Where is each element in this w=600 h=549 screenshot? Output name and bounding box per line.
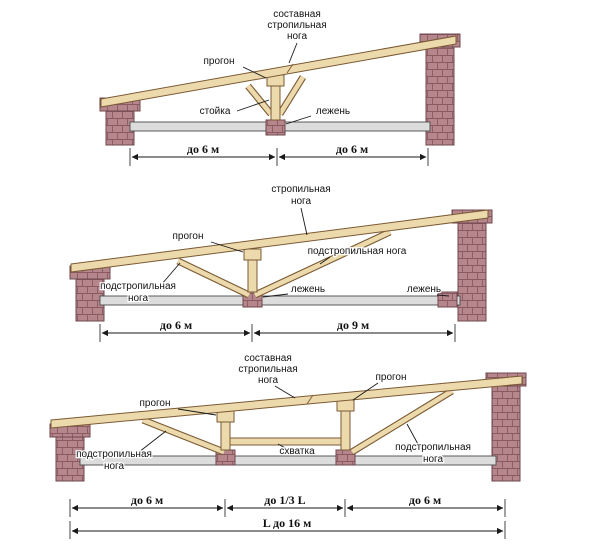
label-sleeper-mid: лежень: [291, 284, 325, 295]
rafter-splice-joint: [306, 394, 314, 405]
label-composite-rafter: стропильная: [267, 20, 326, 31]
post: [270, 85, 281, 121]
diagram-1: составная стропильная нога прогон стойка…: [99, 8, 461, 166]
label-strut-right: подстропильная: [395, 442, 471, 453]
sleeper-right: [335, 449, 356, 466]
left-wall: [75, 278, 105, 322]
label-sleeper-right: лежень: [407, 284, 441, 295]
dim-left: до 6 м: [160, 318, 192, 332]
brace-left: [245, 83, 274, 117]
label-composite-rafter: составная: [244, 353, 292, 364]
label-purlin: прогон: [172, 231, 203, 242]
dimension-row-2: до 6 м до 9 м: [99, 317, 456, 342]
strut-left: [176, 257, 251, 299]
dim-total: L до 16 м: [263, 516, 312, 530]
composite-rafter: [50, 375, 523, 429]
label-strut-left: подстропильная: [76, 449, 152, 460]
label-strut-left: нога: [128, 293, 149, 304]
label-strut-right: подстропильная нога: [308, 246, 407, 257]
label-composite-rafter: стропильная: [238, 364, 297, 375]
label-composite-rafter: составная: [273, 9, 321, 20]
leader-composite-rafter: [288, 42, 298, 64]
leader-sleeper-right: [436, 294, 450, 297]
brace-right: [277, 75, 306, 116]
leader-purlin: [242, 66, 267, 79]
composite-rafter: [100, 35, 457, 108]
diagram-3: составная стропильная нога прогон прогон…: [49, 352, 527, 539]
label-strut-right: нога: [423, 454, 444, 465]
leader-sleeper-mid: [262, 293, 289, 298]
leader-strut-right: [406, 423, 420, 447]
label-purlin-right: прогон: [375, 372, 406, 383]
label-strut-left: подстропильная: [100, 281, 176, 292]
sleeper-block: [265, 119, 286, 136]
right-wall: [425, 46, 455, 146]
label-rafter: стропильная: [271, 184, 330, 195]
label-post: стойка: [200, 106, 231, 117]
leader-strut-right: [319, 256, 331, 265]
leader-sleeper: [285, 115, 312, 125]
ceiling-beam: [79, 455, 497, 466]
leader-strut-left: [138, 430, 167, 453]
post: [247, 259, 258, 293]
purlin-block: [243, 248, 262, 261]
label-composite-rafter: нога: [287, 31, 308, 42]
left-wall: [55, 436, 85, 482]
label-purlin: прогон: [203, 56, 234, 67]
label-composite-rafter: нога: [258, 375, 279, 386]
rafter: [70, 209, 489, 273]
post-left: [220, 421, 231, 451]
leader-purlin-right: [352, 382, 379, 401]
dim-right: до 6 м: [409, 493, 441, 507]
rafter-splice-joint: [286, 63, 294, 74]
purlin-right-block: [336, 399, 355, 412]
strut-right: [350, 388, 454, 455]
leader-strut-left: [160, 262, 181, 286]
dim-mid: до 1/3 L: [264, 493, 305, 507]
diagram-2: стропильная нога прогон подстропильная н…: [69, 183, 493, 342]
ceiling-beam: [99, 295, 461, 306]
dimension-row-1: до 6 м до 6 м: [129, 141, 429, 166]
label-sleeper: лежень: [316, 106, 350, 117]
label-rafter: нога: [291, 196, 312, 207]
leader-post: [236, 99, 270, 112]
strut-right: [253, 228, 392, 299]
tie-beam: [229, 437, 342, 446]
left-wall: [105, 110, 135, 146]
label-tie: схватка: [279, 446, 315, 457]
leader-purlin-left: [177, 408, 217, 416]
dim-right: до 9 м: [337, 318, 369, 332]
post-right: [340, 410, 351, 451]
right-wall: [491, 385, 521, 482]
leader-tie: [277, 443, 288, 450]
right-wall: [457, 222, 487, 322]
strut-left: [141, 416, 226, 456]
dim-right: до 6 м: [336, 142, 368, 156]
label-purlin-left: прогон: [139, 398, 170, 409]
leader-composite-rafter: [274, 385, 296, 399]
dim-left: до 6 м: [131, 493, 163, 507]
dimension-row-3: до 6 м до 1/3 L до 6 м L до 16 м: [69, 492, 506, 539]
dim-left: до 6 м: [187, 142, 219, 156]
leader-purlin: [210, 241, 244, 253]
label-strut-left: нога: [104, 461, 125, 472]
leader-rafter: [300, 207, 308, 236]
